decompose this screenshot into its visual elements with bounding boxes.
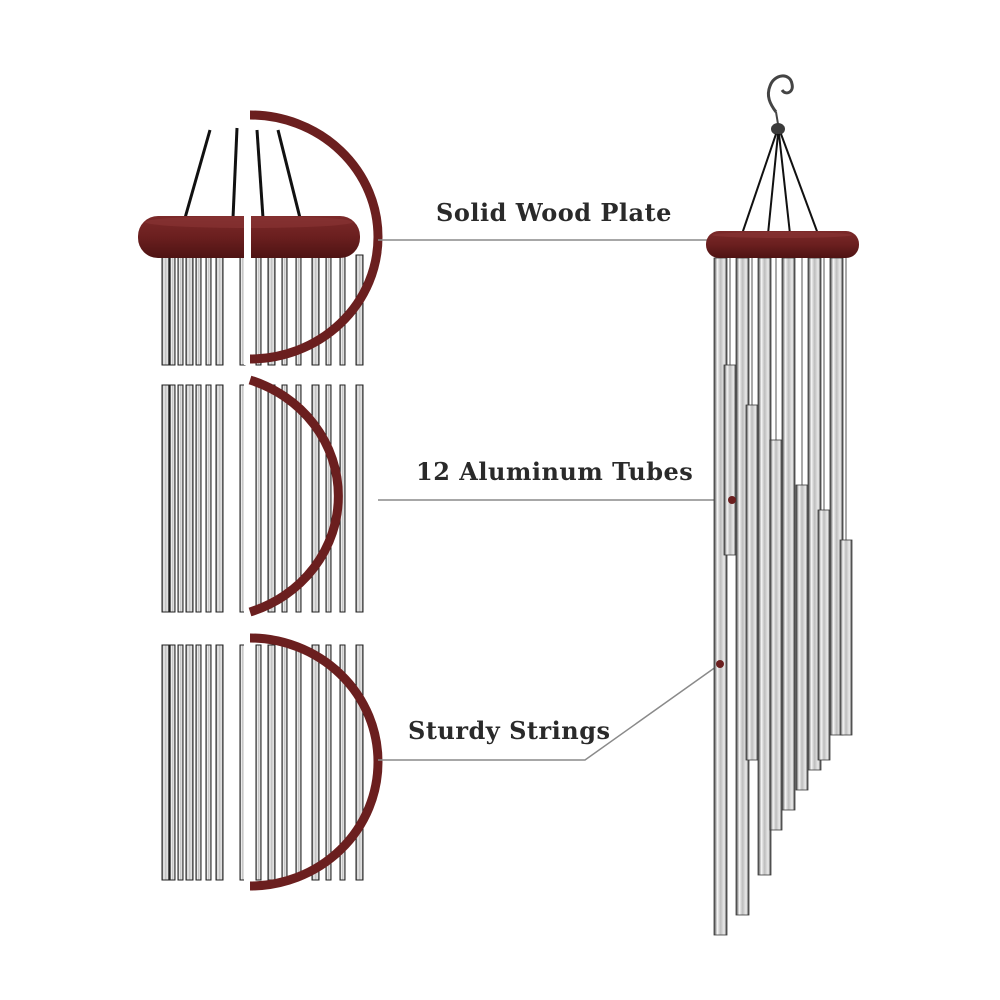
leader-lines: [378, 239, 732, 761]
label-aluminum-tubes: 12 Aluminum Tubes: [416, 457, 694, 486]
detail-tube: [161, 384, 170, 613]
detail-tube: [205, 254, 212, 366]
detail-tube: [177, 254, 184, 366]
hanging-hook-icon: [766, 74, 794, 113]
tubes-detail-circle: [161, 384, 364, 613]
detail-strings: [183, 127, 302, 219]
chime-tubes: [713, 257, 853, 936]
label-solid-wood-plate: Solid Wood Plate: [436, 198, 672, 227]
chime-tube-8: [795, 258, 809, 791]
detail-tube: [255, 644, 262, 881]
detail-tube: [311, 644, 320, 881]
tubes-marker-dot: [728, 496, 736, 504]
detail-tube: [215, 254, 224, 366]
chime-tube-1: [713, 257, 728, 936]
detail-tube: [195, 254, 202, 366]
detail-tube: [295, 644, 302, 881]
detail-tube: [161, 644, 170, 881]
hook-bead: [771, 123, 785, 135]
strings-detail-circle: [161, 644, 364, 881]
detail-tube: [325, 644, 332, 881]
detail-tube: [195, 384, 202, 613]
detail-tube: [169, 254, 176, 366]
suspension-strings: [741, 133, 819, 235]
detail-tube: [205, 384, 212, 613]
detail-tube: [311, 254, 320, 366]
detail-tube: [195, 644, 202, 881]
wood-plate: [706, 231, 859, 258]
detail-tube: [185, 644, 194, 881]
detail-tube: [311, 384, 320, 613]
detail-tube: [161, 254, 170, 366]
detail-tube: [255, 384, 262, 613]
detail-tube: [185, 384, 194, 613]
chime-tube-6: [769, 258, 783, 831]
full-wind-chime: [706, 74, 859, 936]
wood-plate-detail-ring: [249, 110, 383, 364]
detail-tube: [177, 384, 184, 613]
detail-tube: [215, 384, 224, 613]
tubes-detail-ring: [248, 375, 343, 617]
detail-tube: [267, 384, 276, 613]
chime-tube-7: [781, 257, 796, 811]
detail-tube: [185, 254, 194, 366]
strings-detail-ring: [249, 633, 383, 891]
detail-tube: [169, 644, 176, 881]
detail-tube: [325, 384, 332, 613]
detail-tubes: [161, 384, 364, 613]
strings-marker-dot: [716, 660, 724, 668]
chime-tube-10: [817, 258, 831, 761]
detail-tube: [169, 384, 176, 613]
detail-tube: [295, 384, 302, 613]
detail-tubes: [161, 644, 364, 881]
chime-tube-12: [839, 258, 853, 736]
detail-tube: [281, 384, 288, 613]
detail-tube: [339, 254, 346, 366]
detail-tube: [267, 644, 276, 881]
detail-tube: [267, 254, 276, 366]
detail-tube: [355, 384, 364, 613]
detail-tube: [355, 644, 364, 881]
chime-tube-5: [757, 257, 772, 876]
detail-tube: [281, 254, 288, 366]
label-sturdy-strings: Sturdy Strings: [408, 716, 611, 745]
detail-tube: [205, 644, 212, 881]
detail-tube: [177, 644, 184, 881]
detail-tube: [255, 254, 262, 366]
detail-tube: [339, 644, 346, 881]
leader-line-strings: [378, 663, 721, 761]
detail-tube: [325, 254, 332, 366]
detail-tubes: [161, 254, 364, 366]
detail-tube: [281, 644, 288, 881]
detail-tube: [215, 644, 224, 881]
